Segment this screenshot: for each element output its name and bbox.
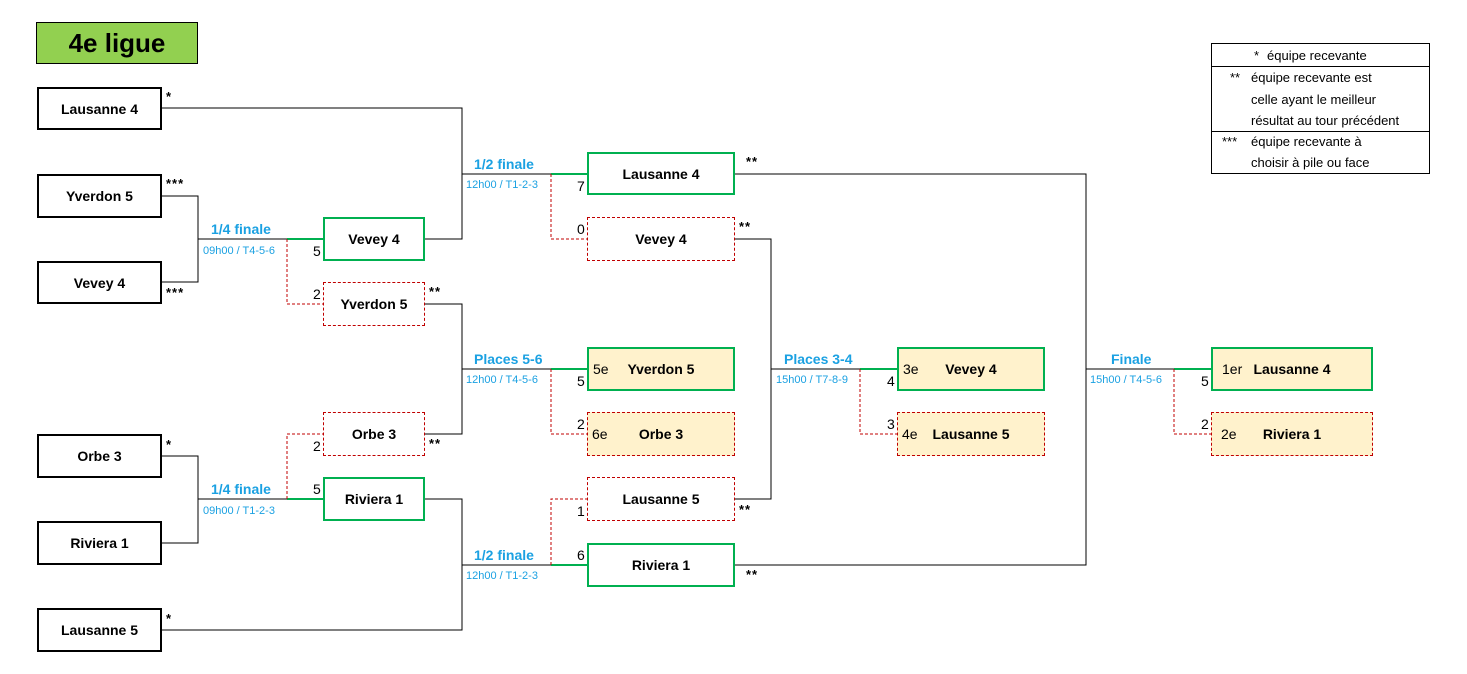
host-mark: ** [739,502,752,517]
round-time-qf1: 09h00 / T4-5-6 [203,245,275,257]
team-box-r1-4: Orbe 3 [37,434,162,478]
round-label-qf2: 1/4 finale [211,481,271,497]
round-label-places56: Places 5-6 [474,351,543,367]
legend: * équipe recevante ** équipe recevante e… [1211,43,1430,174]
round-time-qf2: 09h00 / T1-2-3 [203,505,275,517]
team-name: Yverdon 5 [340,296,408,312]
score: 7 [577,178,585,194]
score: 2 [577,416,585,432]
final-first-box: 1er Lausanne 4 [1211,347,1373,391]
host-mark: ** [429,284,442,299]
team-name: Lausanne 4 [622,165,700,182]
sf1-loser-box: Vevey 4 [587,217,735,261]
places56-second-box: 6e Orbe 3 [587,412,735,456]
places34-second-box: 4e Lausanne 5 [897,412,1045,456]
team-name: Riviera 1 [344,491,404,507]
host-mark: ** [739,219,752,234]
round-time-final: 15h00 / T4-5-6 [1090,374,1162,386]
round-time-places34: 15h00 / T7-8-9 [776,374,848,386]
team-box-r1-3: Vevey 4 [37,261,162,304]
score: 5 [1201,373,1209,389]
rank-label: 1er [1222,361,1243,377]
rank-label: 3e [903,361,919,377]
round-label-final: Finale [1111,351,1152,367]
team-name: Yverdon 5 [66,188,133,204]
score: 5 [313,243,321,259]
team-box-r1-6: Lausanne 5 [37,608,162,652]
legend-text-1: équipe recevante [1267,48,1367,63]
legend-mark-2: ** [1230,70,1241,85]
qf1-winner-box: Vevey 4 [323,217,425,261]
team-name: Riviera 1 [1262,426,1322,442]
host-mark: *** [166,285,185,300]
team-box-r1-5: Riviera 1 [37,521,162,565]
round-label-places34: Places 3-4 [784,351,853,367]
places34-first-box: 3e Vevey 4 [897,347,1045,391]
round-label-sf1: 1/2 finale [474,156,534,172]
round-label-sf2: 1/2 finale [474,547,534,563]
page-title: 4e ligue [36,22,198,64]
score: 3 [887,416,895,432]
team-name: Lausanne 5 [622,491,700,507]
host-mark: * [166,611,173,626]
host-mark: ** [746,154,759,169]
team-name: Lausanne 4 [1253,361,1331,377]
legend-text-3b: choisir à pile ou face [1251,155,1370,170]
qf2-winner-box: Riviera 1 [323,477,425,521]
team-name: Yverdon 5 [627,361,695,377]
places56-first-box: 5e Yverdon 5 [587,347,735,391]
team-name: Riviera 1 [70,535,129,551]
round-time-places56: 12h00 / T4-5-6 [466,374,538,386]
round-time-sf1: 12h00 / T1-2-3 [466,179,538,191]
legend-text-3a: équipe recevante à [1251,134,1362,149]
legend-text-2b: celle ayant le meilleur [1251,92,1377,107]
qf1-loser-box: Yverdon 5 [323,282,425,326]
host-mark: * [166,437,173,452]
legend-mark-3: *** [1222,134,1238,149]
score: 2 [313,286,321,302]
team-name: Orbe 3 [77,448,122,464]
sf2-loser-box: Lausanne 5 [587,477,735,521]
score: 1 [577,503,585,519]
round-time-sf2: 12h00 / T1-2-3 [466,570,538,582]
rank-label: 5e [593,361,609,377]
team-name: Vevey 4 [73,274,126,291]
team-box-r1-1: Lausanne 4 [37,87,162,130]
sf1-winner-box: Lausanne 4 [587,152,735,195]
rank-label: 6e [592,426,608,442]
host-mark: * [166,89,173,104]
sf2-winner-box: Riviera 1 [587,543,735,587]
legend-text-2c: résultat au tour précédent [1251,113,1400,128]
team-name: Lausanne 5 [60,622,139,638]
host-mark: ** [746,567,759,582]
team-name: Orbe 3 [351,426,397,442]
score: 0 [577,221,585,237]
host-mark: ** [429,436,442,451]
rank-label: 4e [902,426,918,442]
team-name: Orbe 3 [638,426,684,442]
round-label-qf1: 1/4 finale [211,221,271,237]
score: 6 [577,547,585,563]
score: 5 [313,481,321,497]
team-name: Vevey 4 [348,231,400,247]
rank-label: 2e [1221,426,1237,442]
team-box-r1-2: Yverdon 5 [37,174,162,218]
score: 4 [887,373,895,389]
team-name: Vevey 4 [945,361,997,377]
score: 5 [577,373,585,389]
legend-mark-1: * [1254,48,1260,63]
team-name: Lausanne 5 [932,426,1010,442]
team-name: Vevey 4 [635,231,687,247]
team-name: Riviera 1 [631,557,691,573]
score: 2 [1201,416,1209,432]
final-second-box: 2e Riviera 1 [1211,412,1373,456]
host-mark: *** [166,176,185,191]
team-name: Lausanne 4 [60,100,139,117]
legend-text-2a: équipe recevante est [1251,70,1372,85]
score: 2 [313,438,321,454]
qf2-loser-box: Orbe 3 [323,412,425,456]
